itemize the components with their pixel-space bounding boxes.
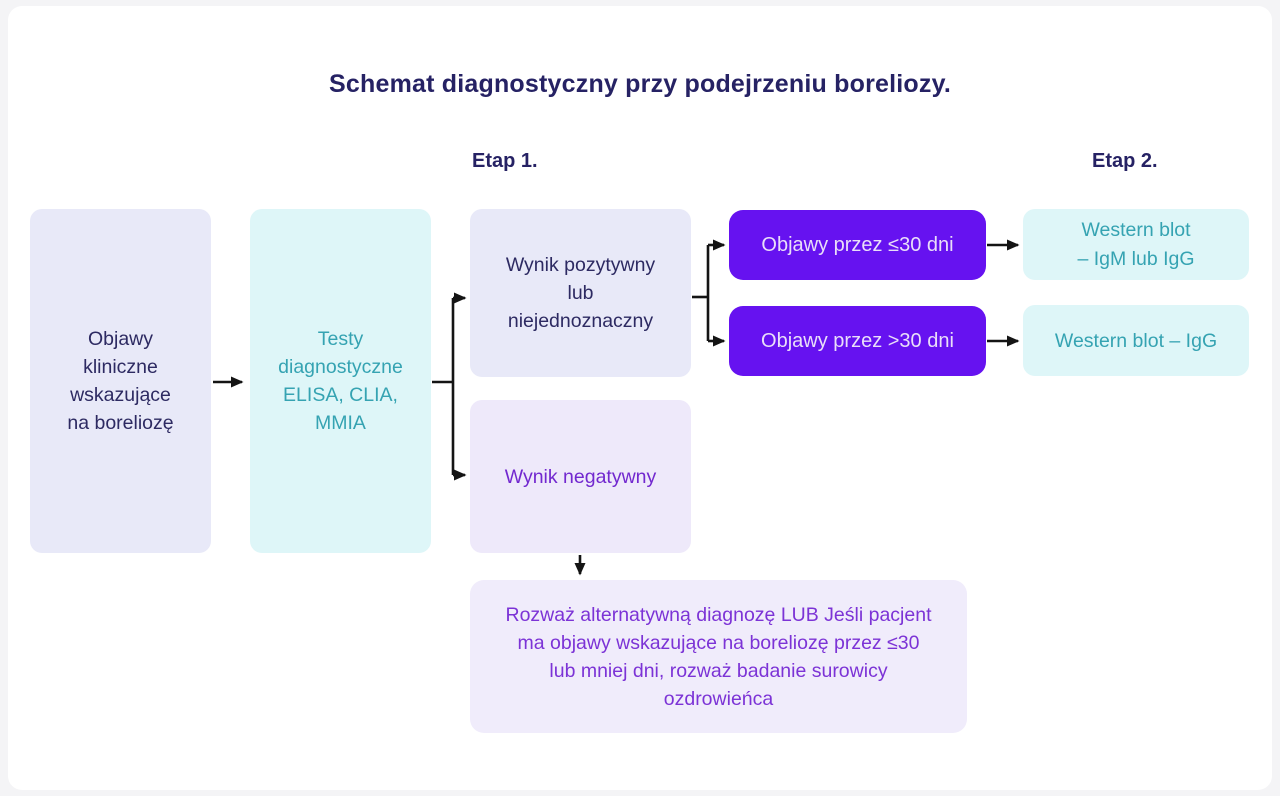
stage-1-label: Etap 1. <box>472 150 538 172</box>
diagram-title: Schemat diagnostyczny przy podejrzeniu b… <box>329 70 951 98</box>
node-western-blot-igm-igg: Western blot– IgM lub IgG <box>1023 209 1249 280</box>
node-alternative-diagnosis: Rozważ alternatywną diagnozę LUB Jeśli p… <box>470 580 967 733</box>
node-symptoms-le-30-days: Objawy przez ≤30 dni <box>729 210 986 280</box>
node-negative-result: Wynik negatywny <box>470 400 691 553</box>
node-western-blot-igg: Western blot – IgG <box>1023 305 1249 376</box>
stage-2-label: Etap 2. <box>1092 150 1158 172</box>
node-symptoms-gt-30-days: Objawy przez >30 dni <box>729 306 986 376</box>
